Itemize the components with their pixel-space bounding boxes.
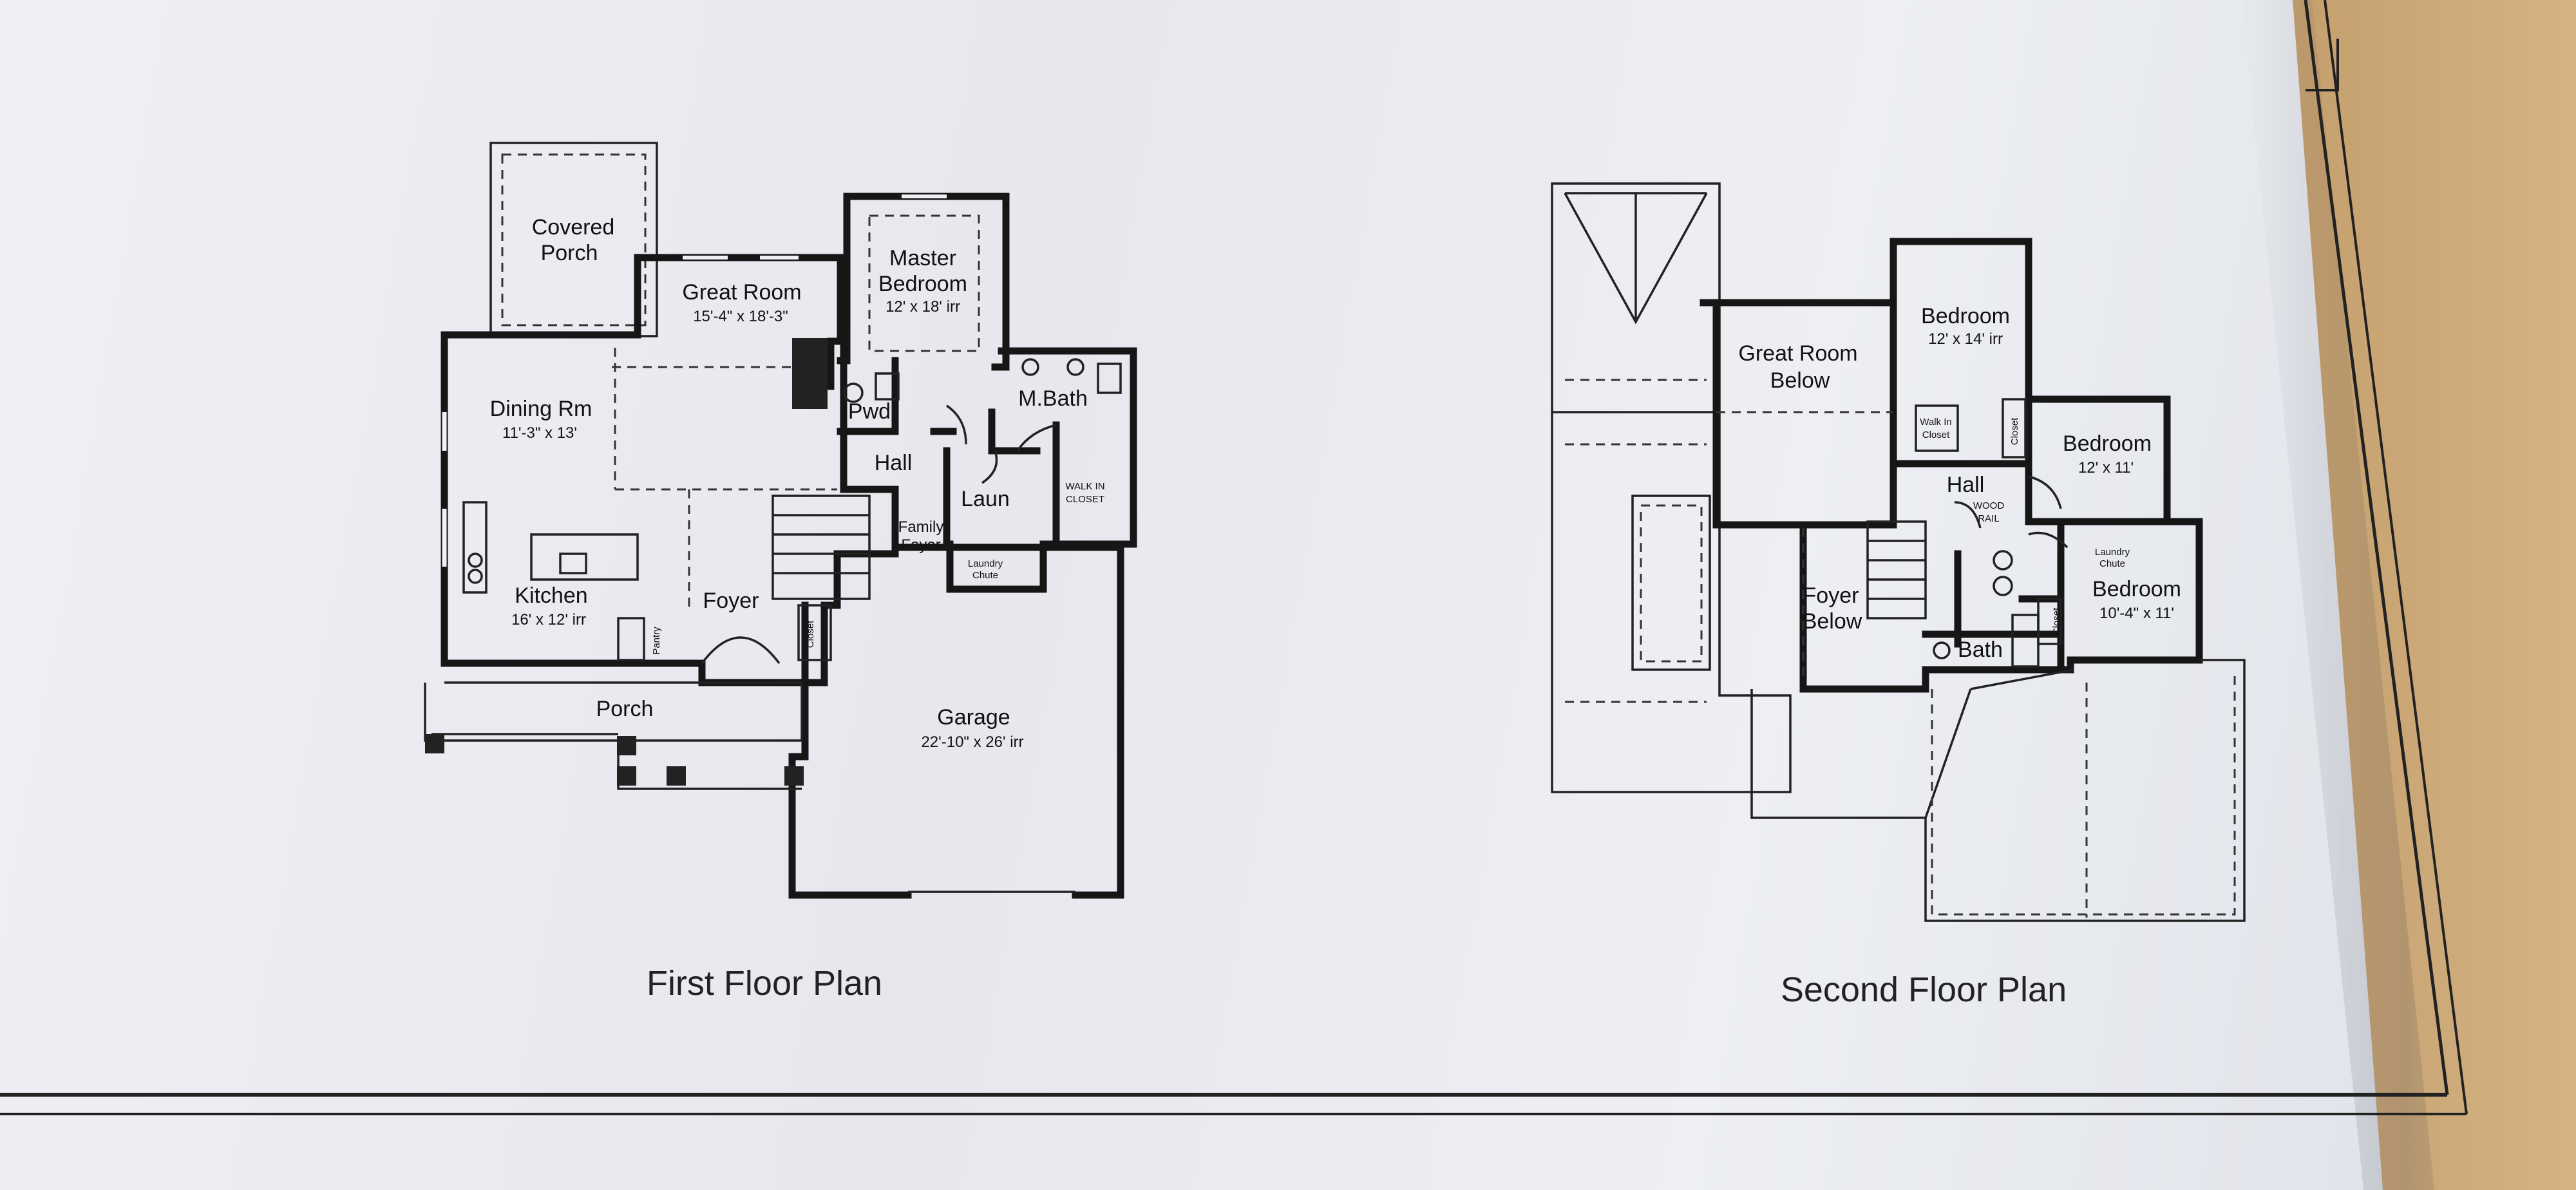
second-floor-room-bath: Bath [1958, 638, 2003, 662]
interior-walls-first-floor [827, 337, 1041, 545]
first-floor-room-laundry-chute-l1: Laundry [968, 558, 1003, 569]
first-floor-room-pantry: Pantry [651, 627, 662, 655]
second-floor-room-closet-1: Closet [2009, 417, 2020, 445]
first-floor-room-laundry-chute-l2: Chute [972, 570, 998, 581]
first-floor-dashed-openings [612, 348, 837, 612]
blueprint-sheet [0, 0, 2383, 1190]
second-floor-room-bedroom-2-dim: 12' x 11' [2078, 459, 2134, 477]
kitchen-island [530, 533, 639, 581]
first-floor-stairs [772, 495, 871, 600]
second-floor-roof-outline [1551, 182, 1721, 413]
second-floor-closet-outline-1 [2002, 398, 2027, 458]
first-floor-room-master-bedroom-l1: Master [889, 246, 956, 270]
first-floor-room-great-room: Great Room [682, 280, 801, 305]
second-floor-lower-roof [1551, 412, 1792, 793]
second-floor-labels: Great Room Below Bedroom 12' x 14' irr W… [1738, 304, 2181, 1009]
second-floor-room-foyer-below-l2: Below [1803, 609, 1862, 634]
covered-porch-outline [489, 142, 658, 337]
first-floor-room-garage-dim: 22'-10" x 26' irr [921, 733, 1023, 751]
second-floor-room-bedroom-1-dim: 12' x 14' irr [1928, 330, 2003, 348]
first-floor-room-great-room-dim: 15'-4" x 18'-3" [693, 308, 788, 325]
second-floor-room-great-room-below-l2: Below [1770, 368, 1830, 393]
first-floor-room-foyer: Foyer [703, 589, 759, 613]
first-floor-room-m-bath: M.Bath [1018, 386, 1088, 411]
second-floor-room-laundry-chute-l1: Laundry [2095, 547, 2130, 558]
second-floor-room-closet-2: Closet [2051, 607, 2062, 635]
second-floor-room-walk-in-closet-l1: Walk In [1920, 417, 1951, 428]
first-floor-room-walk-in-closet-l2: CLOSET [1066, 494, 1104, 505]
pantry-outline [617, 617, 645, 661]
second-floor-room-bedroom-1: Bedroom [1921, 304, 2010, 328]
first-floor-door-swings [701, 404, 1057, 665]
second-floor-room-bedroom-3-dim: 10'-4" x 11' [2099, 605, 2174, 622]
first-floor-room-laun: Laun [961, 487, 1010, 511]
first-floor-room-dining-rm-dim: 11'-3" x 13' [502, 424, 577, 442]
second-floor-plan-title: Second Floor Plan [1781, 970, 2067, 1009]
first-floor-room-garage: Garage [937, 705, 1010, 730]
porch-outline [424, 681, 803, 742]
sheet-border [0, 0, 2468, 1115]
first-floor-plan [424, 142, 1137, 899]
first-floor-room-kitchen: Kitchen [515, 583, 587, 608]
garage-roof-outline [1750, 659, 2246, 922]
second-floor-room-wood-rail-l1: WOOD [1973, 500, 2004, 511]
first-floor-room-master-bedroom-dim: 12' x 18' irr [886, 298, 960, 316]
first-floor-room-covered-porch-l2: Porch [541, 241, 598, 265]
second-floor-plan [1551, 182, 2246, 922]
garage-walls [788, 543, 1124, 899]
second-floor-room-laundry-chute-l2: Chute [2099, 558, 2125, 569]
first-floor-room-hall: Hall [875, 451, 913, 475]
first-floor-room-porch: Porch [596, 697, 654, 721]
second-floor-walk-in-closet-outline [1915, 404, 1959, 452]
second-floor-door-swings [1954, 475, 2069, 549]
first-floor-room-walk-in-closet-l1: WALK IN [1065, 481, 1104, 492]
first-floor-room-closet: Closet [805, 620, 816, 648]
second-floor-room-hall: Hall [1947, 473, 1985, 497]
second-floor-stairs [1866, 520, 1927, 619]
foyer-closet-outline [797, 604, 832, 661]
kitchen-counter [462, 501, 488, 594]
first-floor-labels: Covered Porch Great Room 15'-4" x 18'-3"… [490, 215, 1105, 1003]
first-floor-exterior-walls [440, 254, 899, 686]
first-floor-room-dining-rm: Dining Rm [490, 397, 592, 421]
first-floor-room-kitchen-dim: 16' x 12' irr [511, 611, 586, 628]
second-floor-room-wood-rail-l2: RAIL [1978, 513, 1999, 524]
second-floor-room-great-room-below-l1: Great Room [1738, 341, 1857, 366]
second-floor-room-bedroom-2: Bedroom [2063, 431, 2152, 456]
second-floor-room-walk-in-closet-l2: Closet [1922, 430, 1950, 440]
first-floor-room-family-foyer-l1: Family [898, 518, 944, 536]
first-floor-room-family-foyer-l2: Foyer [901, 536, 940, 554]
second-floor-room-bedroom-3: Bedroom [2092, 577, 2181, 601]
bath-tub [2011, 614, 2040, 668]
first-floor-room-master-bedroom-l2: Bedroom [878, 272, 967, 296]
first-floor-room-pwd: Pwd [848, 399, 891, 424]
first-floor-plan-title: First Floor Plan [647, 964, 882, 1003]
pwd-toilet [843, 382, 864, 403]
fireplace [792, 338, 828, 409]
first-floor-room-covered-porch-l1: Covered [532, 215, 615, 240]
second-floor-room-foyer-below-l1: Foyer [1803, 583, 1859, 608]
